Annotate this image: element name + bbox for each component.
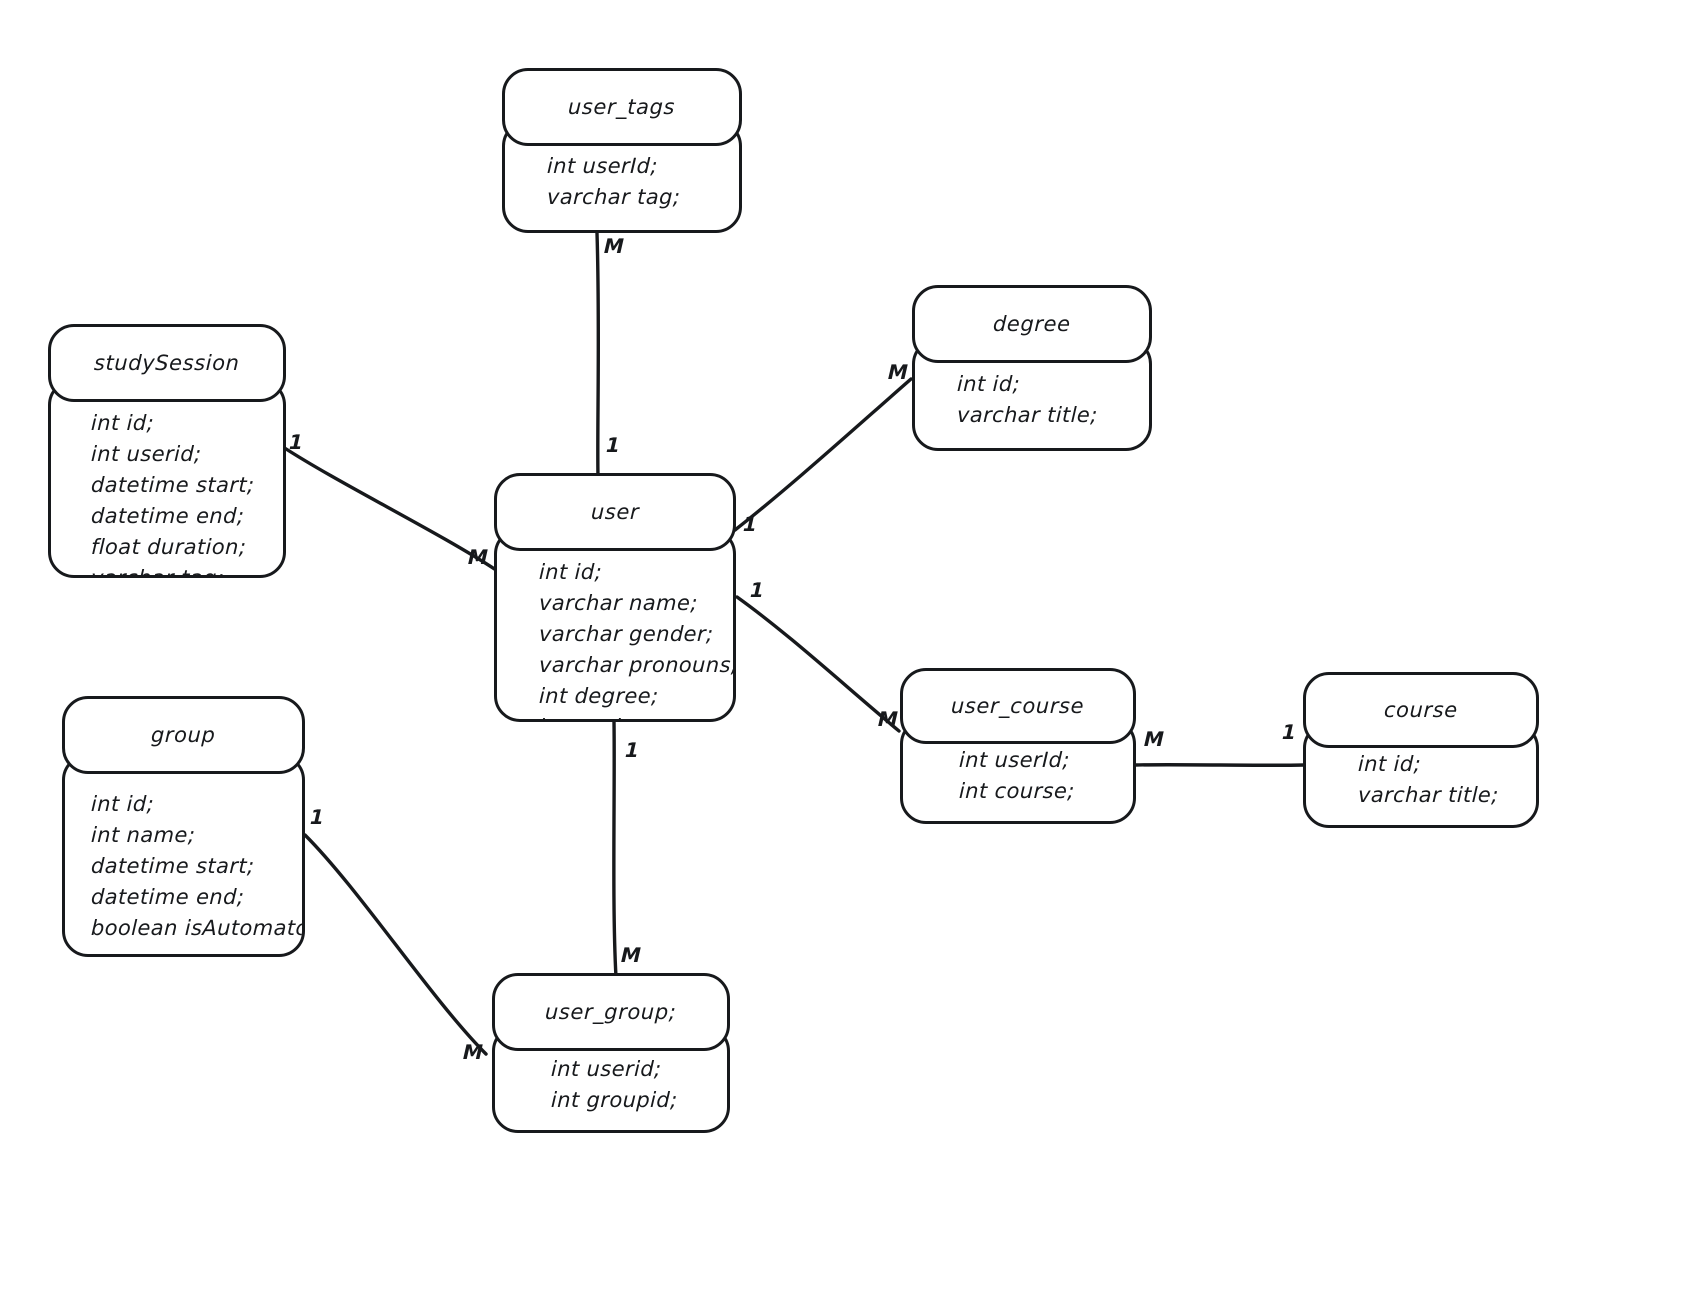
entity-user_tags-header: user_tags <box>502 68 742 146</box>
entity-user_course[interactable]: int userId; int course; user_course <box>900 668 1136 824</box>
edge-user-user_group <box>612 720 618 979</box>
entity-title: user_group; <box>544 1000 678 1024</box>
field: datetime start; <box>90 473 255 497</box>
cardinality-user-bottom-1: 1 <box>624 738 640 762</box>
entity-study_session-header: studySession <box>48 324 286 402</box>
entity-title: studySession <box>93 351 241 375</box>
entity-user-body: int id; varchar name; varchar gender; va… <box>494 528 736 722</box>
entity-group-body: int id; int name; datetime start; dateti… <box>62 754 305 957</box>
edge-user-degree <box>733 377 913 532</box>
cardinality-course-1: 1 <box>1281 720 1297 744</box>
field: datetime start; <box>90 854 255 878</box>
cardinality-user_group-top-m: M <box>620 943 642 967</box>
cardinality-user_group-left-m: M <box>462 1040 484 1064</box>
field: int userId; <box>958 748 1071 772</box>
entity-user-header: user <box>494 473 736 551</box>
field: int id; <box>1357 752 1422 776</box>
entity-study_session-body: int id; int userid; datetime start; date… <box>48 379 286 578</box>
field: varchar title; <box>1357 783 1500 807</box>
entity-user_group[interactable]: int userid; int groupid; user_group; <box>492 973 730 1133</box>
cardinality-studysession-1: 1 <box>288 430 304 454</box>
cardinality-degree-m: M <box>887 360 909 384</box>
cardinality-group-1: 1 <box>309 805 325 829</box>
entity-title: course <box>1383 698 1459 722</box>
entity-user_tags[interactable]: int userId; varchar tag; user_tags <box>502 68 742 233</box>
field: float duration; <box>90 535 247 559</box>
entity-degree-header: degree <box>912 285 1152 363</box>
entity-group-header: group <box>62 696 305 774</box>
cardinality-user_tags-m: M <box>603 234 625 258</box>
field: int id; <box>90 792 155 816</box>
field: datetime end; <box>90 885 245 909</box>
field: int userid; <box>90 442 202 466</box>
field: varchar tag; <box>90 566 225 578</box>
field: datetime end; <box>90 504 245 528</box>
entity-course[interactable]: int id; varchar title; course <box>1303 672 1539 828</box>
entity-user_course-header: user_course <box>900 668 1136 744</box>
entity-title: user <box>590 500 640 524</box>
cardinality-user-right-1b: 1 <box>749 578 765 602</box>
field: int groupid; <box>550 1088 678 1112</box>
cardinality-user_course-m: M <box>877 707 899 731</box>
entity-user_group-header: user_group; <box>492 973 730 1051</box>
entity-study_session[interactable]: int id; int userid; datetime start; date… <box>48 324 286 578</box>
entity-title: user_course <box>951 694 1085 718</box>
entity-title: degree <box>992 312 1072 336</box>
field: varchar title; <box>956 403 1099 427</box>
cardinality-user-right-1: 1 <box>742 512 758 536</box>
cardinality-user-left-m: M <box>467 545 489 569</box>
entity-degree[interactable]: int id; varchar title; degree <box>912 285 1152 451</box>
field: int degree; <box>538 684 660 708</box>
edge-studysession-user <box>281 445 498 572</box>
edge-user-user_course <box>735 595 901 733</box>
entity-course-header: course <box>1303 672 1539 748</box>
field: int id; <box>90 411 155 435</box>
edge-user_course-course <box>1133 763 1306 767</box>
entity-user[interactable]: int id; varchar name; varchar gender; va… <box>494 473 736 722</box>
field: boolean isAutomatch: <box>90 916 305 940</box>
field: int goal; <box>538 712 733 719</box>
field: varchar gender; <box>538 622 714 646</box>
field: int userid; <box>550 1057 662 1081</box>
field: int id; <box>538 560 603 584</box>
field: int name; <box>90 823 196 847</box>
field: int id; <box>956 372 1021 396</box>
cardinality-user-top-1: 1 <box>605 433 621 457</box>
edge-user-user_tags <box>595 231 601 479</box>
field: varchar pronouns; <box>538 653 736 677</box>
field: int course; <box>958 779 1076 803</box>
entity-title: user_tags <box>568 95 676 119</box>
field: varchar tag; <box>546 185 681 209</box>
edge-group-user_group <box>303 833 488 1056</box>
entity-group[interactable]: int id; int name; datetime start; dateti… <box>62 696 305 957</box>
cardinality-user_course-right-m: M <box>1143 727 1165 751</box>
field: int userId; <box>546 154 659 178</box>
entity-title: group <box>150 723 217 747</box>
field: varchar name; <box>538 591 699 615</box>
